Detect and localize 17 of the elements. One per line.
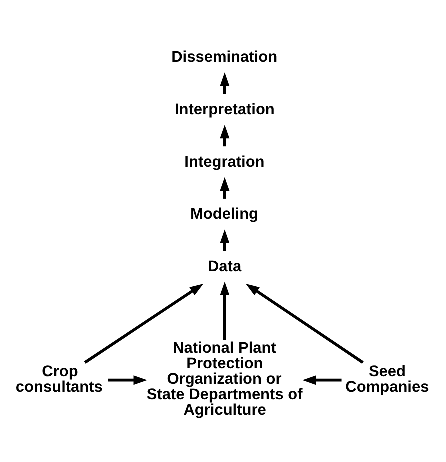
arrow xyxy=(108,376,148,386)
arrow xyxy=(220,282,230,340)
arrow xyxy=(220,72,230,94)
node-text: Crop consultants xyxy=(16,363,103,396)
arrow xyxy=(84,284,204,364)
arrow xyxy=(220,125,230,147)
arrow xyxy=(220,230,230,252)
arrow xyxy=(246,284,364,364)
node-text: Seed Companies xyxy=(346,363,430,396)
node-text: Integration xyxy=(184,154,265,171)
node-text: Modeling xyxy=(190,206,259,224)
node-text: Interpretation xyxy=(174,101,275,118)
node-text: Data xyxy=(208,258,242,276)
arrow xyxy=(302,376,342,386)
node-text: National Plant Protection Organization or State Departments of Agriculture xyxy=(146,340,303,420)
node-text: Dissemination xyxy=(172,49,278,66)
arrow xyxy=(220,177,230,199)
